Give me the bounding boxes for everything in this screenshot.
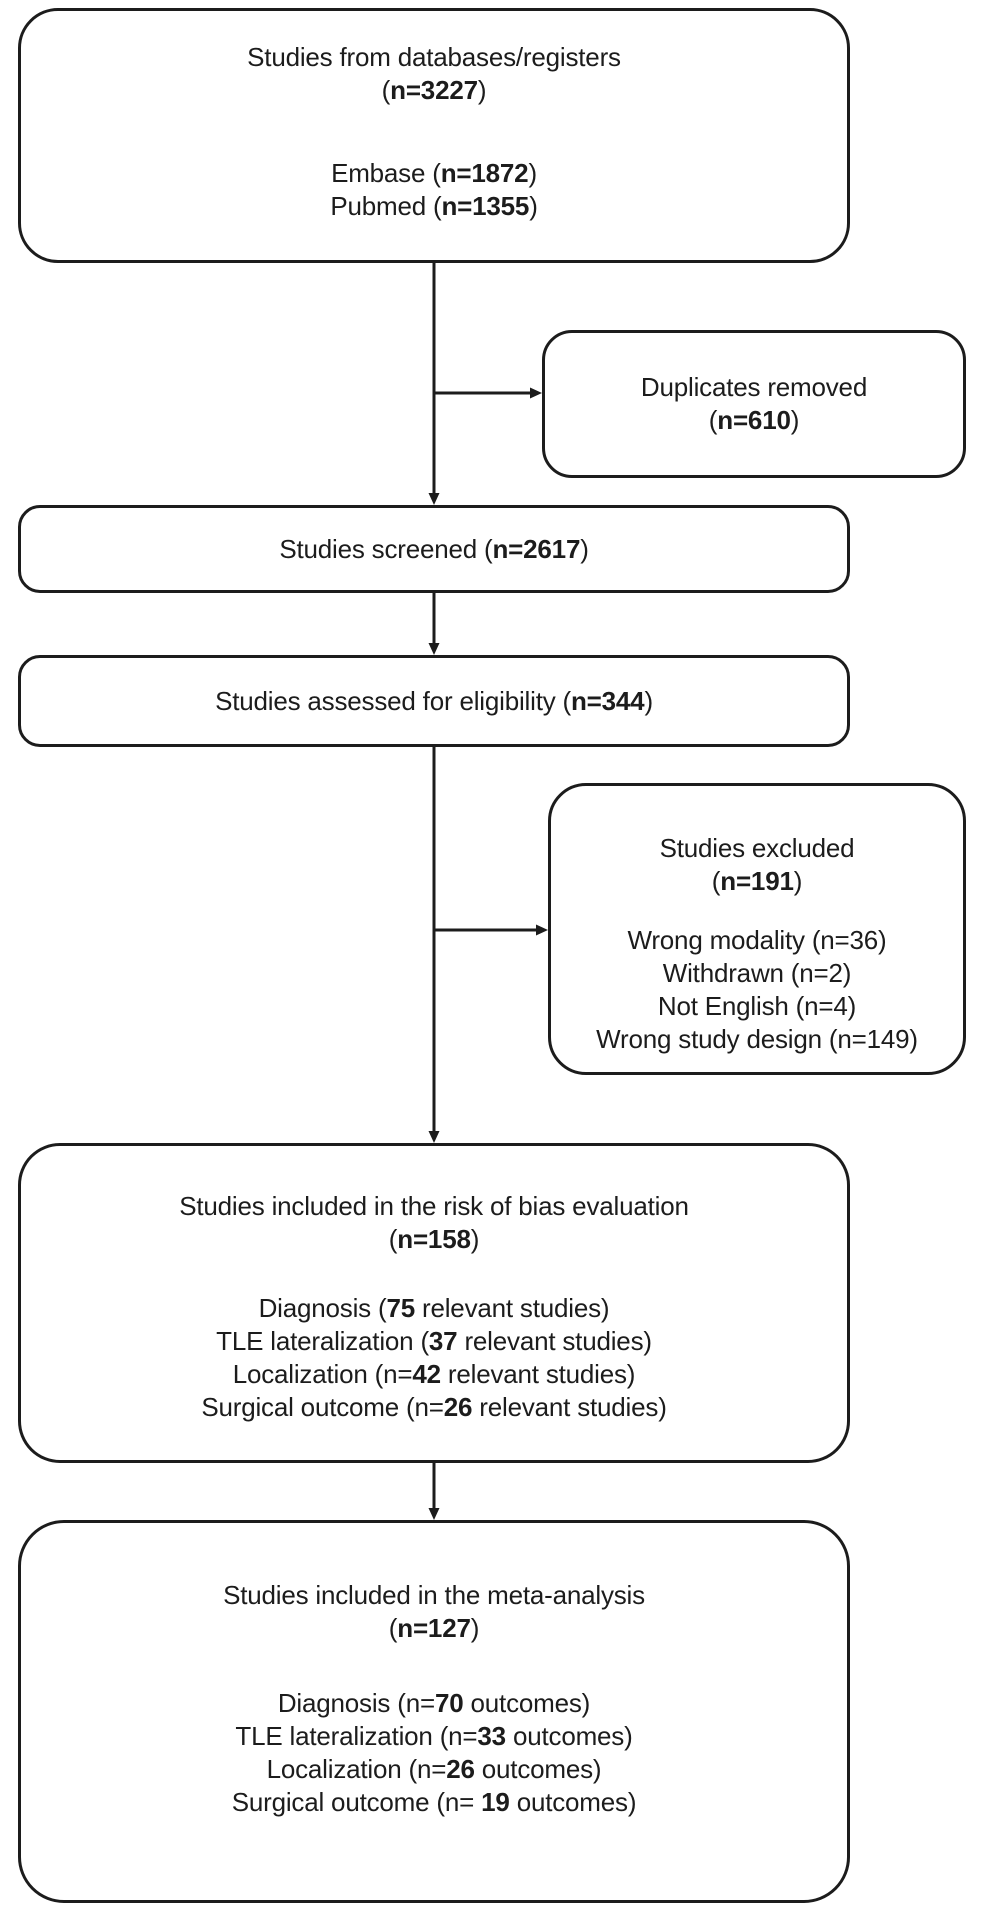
box-studies-screened: Studies screened (n=2617) — [18, 505, 850, 593]
riskofbias-count: (n=158) — [388, 1223, 480, 1256]
text-segment: ) — [644, 685, 653, 716]
text-segment-bold: 42 — [412, 1359, 441, 1389]
text-segment-bold: 26 — [443, 1392, 473, 1422]
excluded-not-english: Not English (n=4) — [596, 990, 918, 1023]
text-segment-bold: n=2617 — [492, 533, 581, 564]
text-segment: Localization (n= — [232, 1359, 413, 1389]
text-segment: Wrong modality (n=36) — [627, 925, 887, 955]
text-segment: ( — [388, 1224, 398, 1254]
text-segment-bold: 70 — [434, 1688, 464, 1718]
text-segment: ) — [477, 75, 487, 105]
excluded-wrong-modality: Wrong modality (n=36) — [596, 924, 918, 957]
text-segment: Wrong study design (n=149) — [596, 1024, 918, 1054]
text-segment: Studies excluded — [659, 833, 855, 863]
text-segment: outcomes) — [509, 1787, 637, 1817]
text-segment-bold: n=1872 — [440, 158, 529, 188]
meta-lateralization: TLE lateralization (n=33 outcomes) — [232, 1720, 637, 1753]
text-segment-bold: n=3227 — [390, 75, 478, 105]
text-segment: relevant studies) — [457, 1326, 652, 1356]
databases-details: Embase (n=1872) Pubmed (n=1355) — [330, 157, 538, 223]
box-duplicates-removed: Duplicates removed (n=610) — [542, 330, 966, 478]
text-segment: ) — [470, 1613, 480, 1643]
text-segment: Studies screened ( — [279, 533, 493, 564]
text-segment: outcomes) — [463, 1688, 591, 1718]
text-segment: Surgical outcome (n= — [201, 1392, 444, 1422]
meta-diagnosis: Diagnosis (n=70 outcomes) — [232, 1687, 637, 1720]
riskofbias-surgical: Surgical outcome (n=26 relevant studies) — [201, 1391, 667, 1424]
riskofbias-lateralization: TLE lateralization (37 relevant studies) — [201, 1325, 666, 1358]
box-meta-analysis: Studies included in the meta-analysis (n… — [18, 1520, 850, 1903]
text-segment: Surgical outcome (n= — [231, 1787, 482, 1817]
text-segment: Duplicates removed — [640, 372, 868, 402]
box-databases-registers: Studies from databases/registers (n=3227… — [18, 8, 850, 263]
text-segment-bold: n=191 — [720, 866, 794, 896]
box-studies-excluded: Studies excluded (n=191) Wrong modality … — [548, 783, 966, 1075]
eligibility-title: Studies assessed for eligibility (n=344) — [215, 685, 653, 718]
text-segment: Studies assessed for eligibility ( — [215, 685, 571, 716]
text-segment: outcomes) — [505, 1721, 633, 1751]
text-segment-bold: 26 — [446, 1754, 475, 1784]
text-segment: Studies included in the risk of bias eva… — [179, 1191, 689, 1221]
riskofbias-localization: Localization (n=42 relevant studies) — [201, 1358, 666, 1391]
text-segment: ) — [470, 1224, 480, 1254]
text-segment: relevant studies) — [440, 1359, 636, 1389]
databases-title: Studies from databases/registers — [247, 41, 621, 74]
text-segment-bold: n=158 — [397, 1224, 471, 1254]
text-segment: relevant studies) — [472, 1392, 667, 1422]
text-segment: ) — [528, 158, 537, 188]
text-segment-bold: 37 — [428, 1326, 458, 1356]
databases-pubmed: Pubmed (n=1355) — [330, 190, 538, 223]
riskofbias-diagnosis: Diagnosis (75 relevant studies) — [201, 1292, 666, 1325]
text-segment: Localization (n= — [266, 1754, 447, 1784]
text-segment: ( — [711, 866, 721, 896]
text-segment: Not English (n=4) — [657, 991, 857, 1021]
text-segment-bold: 19 — [481, 1787, 510, 1817]
excluded-count: (n=191) — [711, 865, 803, 898]
text-segment-bold: n=610 — [717, 405, 791, 435]
text-segment: Studies from databases/registers — [247, 42, 621, 72]
riskofbias-details: Diagnosis (75 relevant studies) TLE late… — [201, 1292, 667, 1424]
text-segment: TLE lateralization (n= — [235, 1721, 478, 1751]
screened-title: Studies screened (n=2617) — [279, 533, 589, 566]
text-segment: Studies included in the meta-analysis — [223, 1580, 645, 1610]
text-segment: Diagnosis ( — [258, 1293, 387, 1323]
text-segment: relevant studies) — [414, 1293, 610, 1323]
text-segment: ) — [529, 191, 538, 221]
meta-title: Studies included in the meta-analysis — [223, 1579, 645, 1612]
meta-surgical: Surgical outcome (n= 19 outcomes) — [232, 1786, 637, 1819]
text-segment-bold: 33 — [477, 1721, 506, 1751]
box-studies-assessed: Studies assessed for eligibility (n=344) — [18, 655, 850, 747]
meta-details: Diagnosis (n=70 outcomes) TLE lateraliza… — [232, 1687, 637, 1819]
meta-localization: Localization (n=26 outcomes) — [232, 1753, 637, 1786]
text-segment: ( — [388, 1613, 398, 1643]
box-risk-of-bias: Studies included in the risk of bias eva… — [18, 1143, 850, 1463]
text-segment: ) — [580, 533, 589, 564]
text-segment-bold: n=127 — [397, 1613, 471, 1643]
text-segment: ) — [793, 866, 803, 896]
text-segment: Diagnosis (n= — [277, 1688, 435, 1718]
text-segment: Embase ( — [331, 158, 441, 188]
riskofbias-title: Studies included in the risk of bias eva… — [179, 1190, 689, 1223]
text-segment: ) — [790, 405, 800, 435]
text-segment-bold: n=344 — [571, 685, 645, 716]
text-segment: Withdrawn (n=2) — [662, 958, 852, 988]
text-segment: Pubmed ( — [330, 191, 442, 221]
duplicates-title: Duplicates removed — [641, 371, 867, 404]
excluded-withdrawn: Withdrawn (n=2) — [596, 957, 918, 990]
meta-count: (n=127) — [388, 1612, 480, 1645]
excluded-title: Studies excluded — [660, 832, 855, 865]
databases-count: (n=3227) — [382, 74, 487, 107]
text-segment: ( — [708, 405, 718, 435]
text-segment-bold: n=1355 — [441, 191, 530, 221]
duplicates-count: (n=610) — [708, 404, 800, 437]
excluded-wrong-design: Wrong study design (n=149) — [596, 1023, 918, 1056]
databases-embase: Embase (n=1872) — [330, 157, 537, 190]
text-segment: outcomes) — [474, 1754, 602, 1784]
text-segment: TLE lateralization ( — [216, 1326, 429, 1356]
text-segment: ( — [381, 75, 391, 105]
text-segment-bold: 75 — [386, 1293, 415, 1323]
excluded-details: Wrong modality (n=36) Withdrawn (n=2) No… — [596, 924, 918, 1056]
